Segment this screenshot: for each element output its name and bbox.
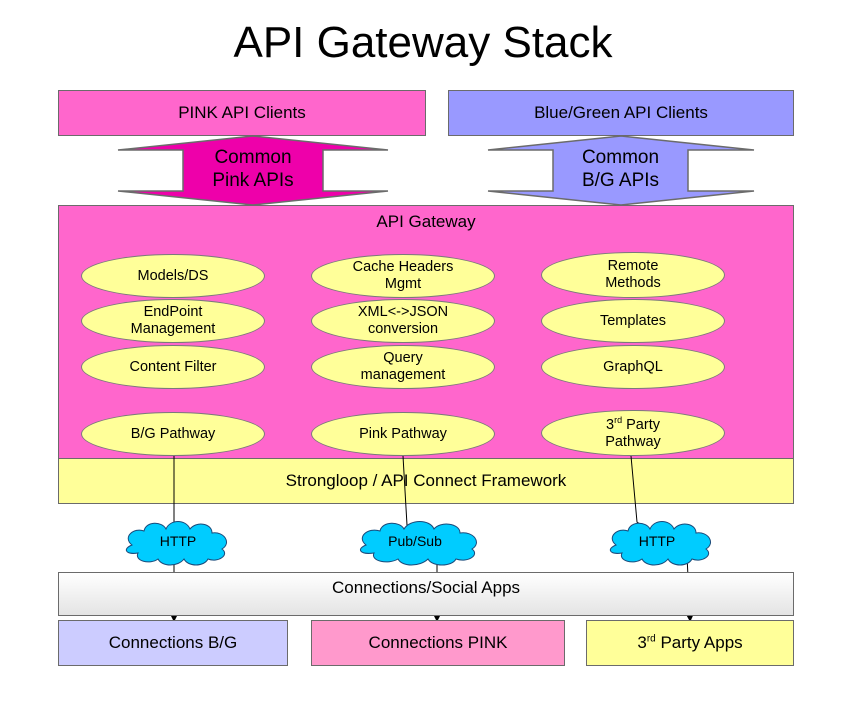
xml-json-ellipse: XML<->JSON conversion bbox=[311, 299, 495, 343]
cache-headers-ellipse: Cache Headers Mgmt bbox=[311, 254, 495, 298]
third-party-pathway-ellipse: 3rd Party Pathway bbox=[541, 410, 725, 456]
templates-ellipse: Templates bbox=[541, 299, 725, 343]
framework-label: Strongloop / API Connect Framework bbox=[285, 471, 567, 490]
models-ds-ellipse: Models/DS bbox=[81, 254, 265, 298]
query-management-ellipse: Query management bbox=[311, 345, 495, 389]
third-party-apps-box: 3rd Party Apps bbox=[586, 620, 794, 666]
connections-pink-label: Connections PINK bbox=[368, 633, 508, 652]
framework-bar: Strongloop / API Connect Framework bbox=[58, 458, 794, 504]
remote-methods-ellipse: Remote Methods bbox=[541, 252, 725, 298]
common-pink-apis-label: Common Pink APIs bbox=[212, 147, 294, 191]
pubsub-cloud bbox=[359, 521, 477, 566]
pink-api-clients-label: PINK API Clients bbox=[178, 103, 306, 122]
pink-api-clients-box: PINK API Clients bbox=[58, 90, 426, 136]
diagram-title: API Gateway Stack bbox=[233, 18, 613, 67]
http-cloud-right bbox=[609, 521, 711, 566]
connections-pink-box: Connections PINK bbox=[311, 620, 565, 666]
endpoint-management-ellipse: EndPoint Management bbox=[81, 299, 265, 343]
connections-social-apps-box bbox=[58, 572, 794, 616]
bg-pathway-ellipse: B/G Pathway bbox=[81, 412, 265, 456]
content-filter-ellipse: Content Filter bbox=[81, 345, 265, 389]
connections-social-apps-label: Connections/Social Apps bbox=[331, 578, 521, 597]
common-bg-apis-label: Common B/G APIs bbox=[581, 147, 660, 191]
pubsub-label: Pub/Sub bbox=[388, 533, 442, 549]
pink-pathway-ellipse: Pink Pathway bbox=[311, 412, 495, 456]
connections-bg-label: Connections B/G bbox=[108, 633, 238, 652]
api-gateway-label: API Gateway bbox=[376, 212, 476, 231]
graphql-ellipse: GraphQL bbox=[541, 345, 725, 389]
third-party-apps-label: 3rd Party Apps bbox=[637, 633, 743, 652]
http-label-right: HTTP bbox=[638, 533, 676, 549]
third-party-pathway-label: 3rd Party Pathway bbox=[605, 415, 661, 450]
bluegreen-api-clients-label: Blue/Green API Clients bbox=[534, 103, 708, 122]
http-label-left: HTTP bbox=[159, 533, 197, 549]
connections-bg-box: Connections B/G bbox=[58, 620, 288, 666]
http-cloud-left bbox=[125, 521, 227, 566]
